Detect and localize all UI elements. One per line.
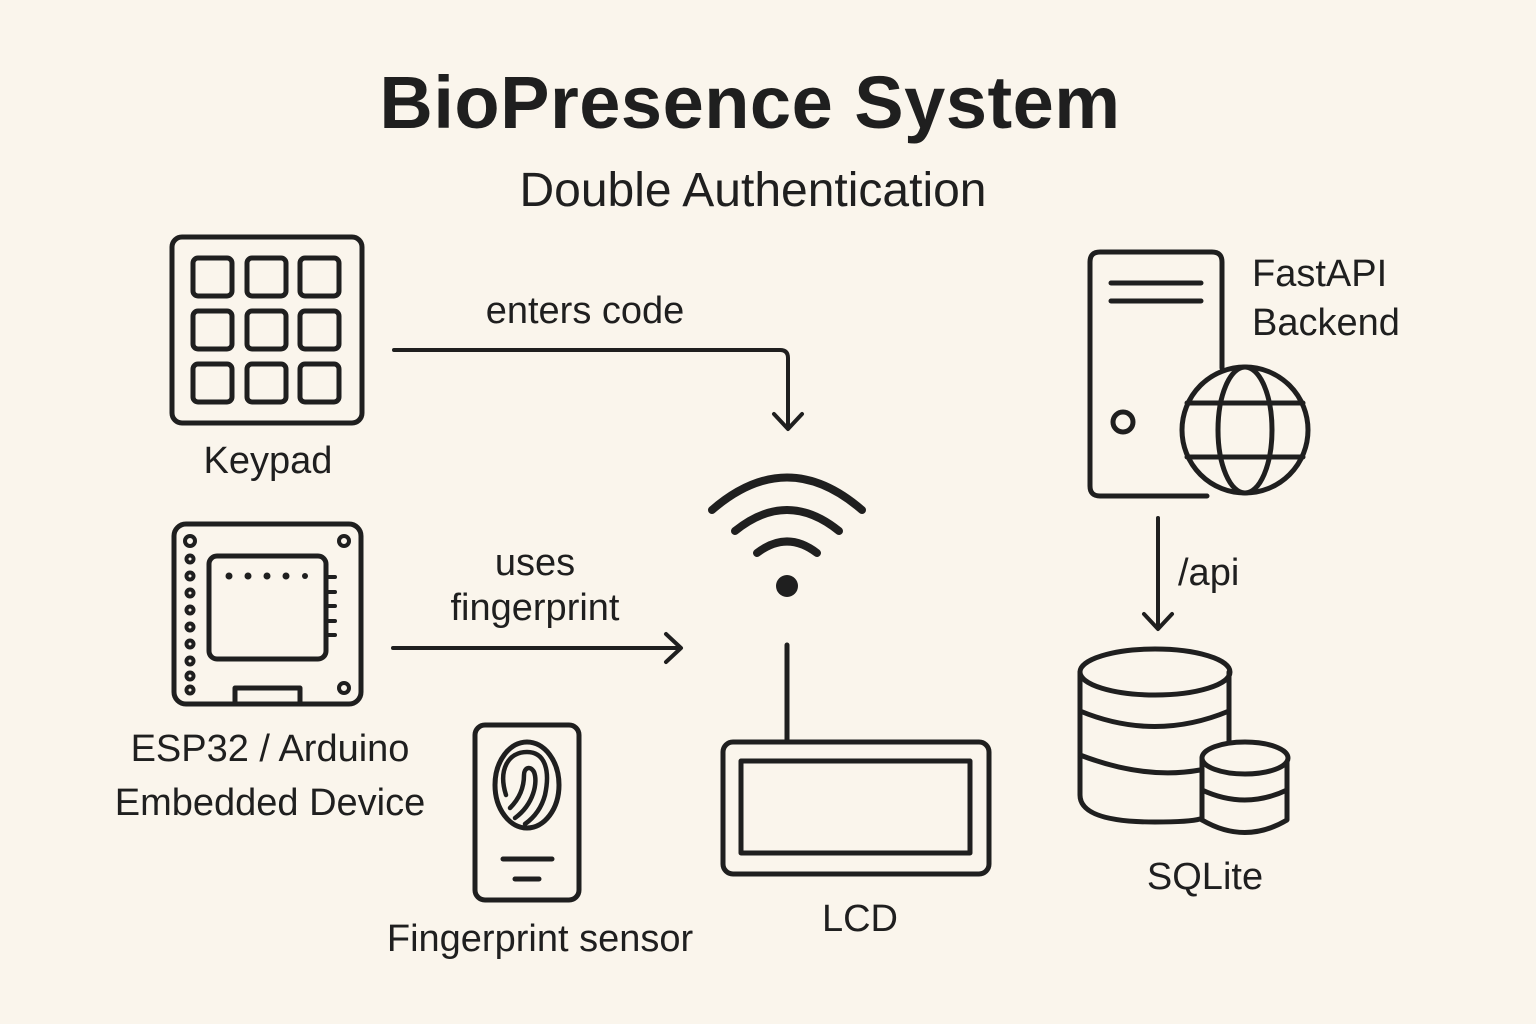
server-globe-icon: [1087, 249, 1311, 499]
esp32-label-line2: Embedded Device: [114, 782, 426, 824]
fingerprint-icon: [472, 722, 582, 903]
edge-label-api: /api: [1178, 552, 1240, 594]
keypad-icon: [169, 234, 365, 426]
diagram-subtitle: Double Authentication: [519, 164, 987, 217]
arrow-esp32-to-lcd: [391, 632, 683, 664]
backend-label-line2: Backend: [1252, 302, 1400, 344]
keypad-label: Keypad: [203, 440, 333, 482]
lcd-display-icon: [720, 739, 992, 877]
backend-label-line1: FastAPI: [1252, 253, 1388, 295]
database-icon: [1077, 646, 1291, 835]
database-label: SQLite: [1146, 856, 1264, 898]
esp32-label-line1: ESP32 / Arduino: [130, 728, 410, 770]
diagram-title: BioPresence System: [379, 61, 1121, 144]
lcd-label: LCD: [821, 898, 899, 940]
wifi-icon: [708, 473, 866, 597]
arrow-keypad-to-lcd: [392, 348, 804, 431]
fingerprint-sensor-label: Fingerprint sensor: [386, 918, 694, 960]
edge-label-uses: uses: [494, 542, 576, 584]
arrow-backend-to-db: [1142, 516, 1174, 631]
edge-label-enters-code: enters code: [485, 290, 685, 332]
edge-label-fingerprint: fingerprint: [450, 587, 620, 629]
microcontroller-board-icon: [171, 521, 364, 707]
